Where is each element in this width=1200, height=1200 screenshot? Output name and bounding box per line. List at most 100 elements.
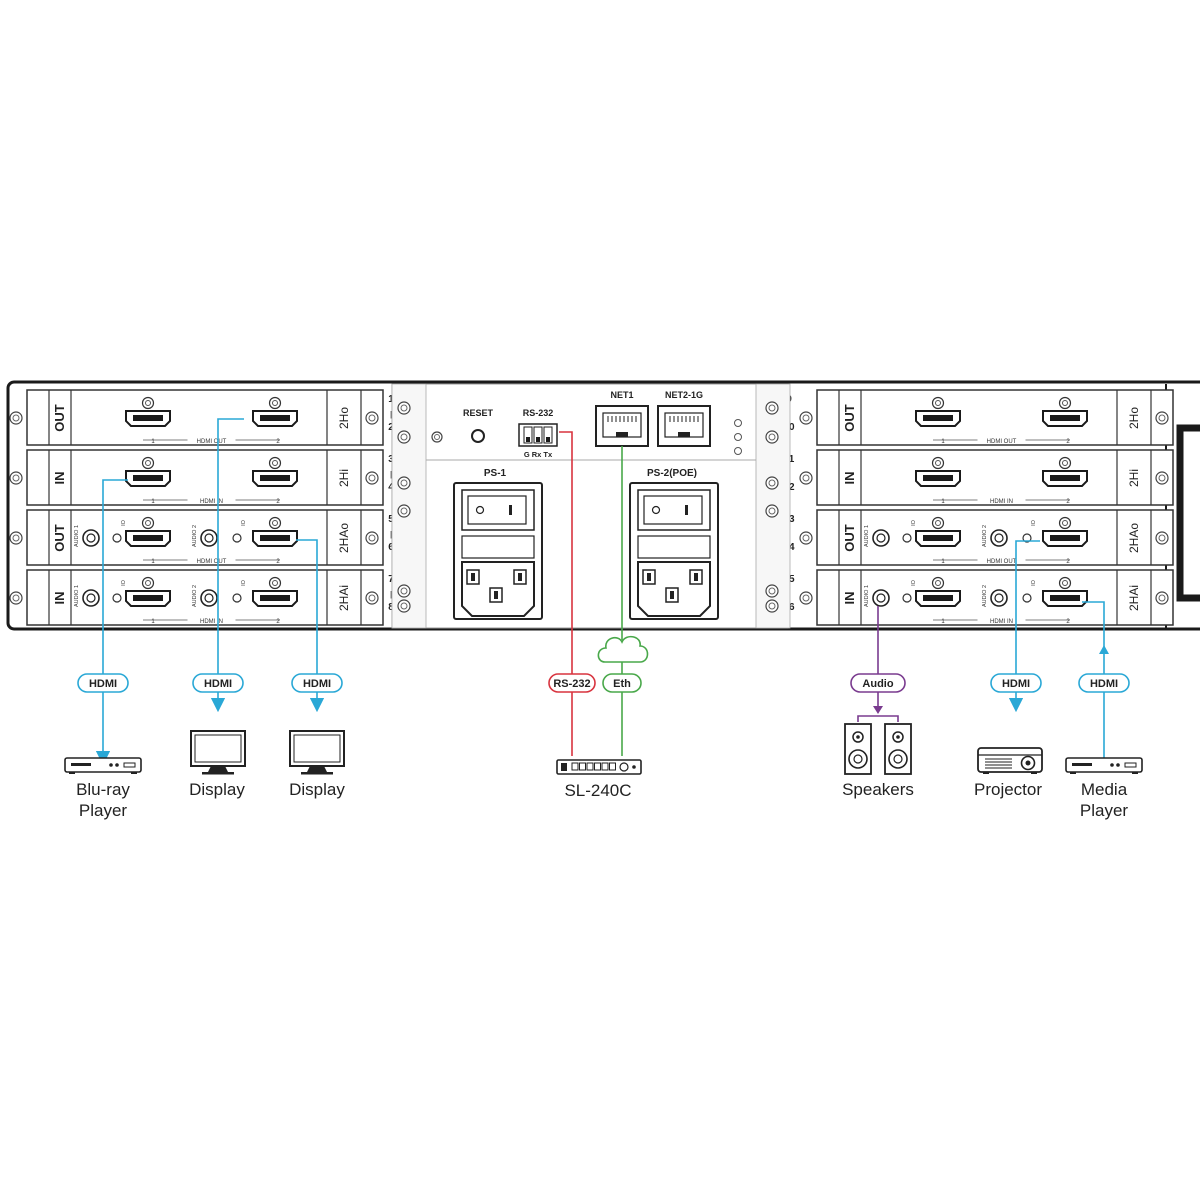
screw-center (434, 434, 440, 440)
display-stand (307, 766, 327, 772)
speaker-woofer-center (893, 754, 903, 764)
hdmi-port-pins (133, 415, 163, 421)
rj45-latch (616, 432, 628, 437)
controller-led (632, 765, 636, 769)
card-frame (816, 449, 1174, 506)
terminal-pin (543, 426, 553, 444)
card-bus-label: HDMI OUT (987, 559, 1017, 565)
screw-center (802, 534, 810, 542)
audio-jack-center (204, 593, 214, 603)
player-button (1116, 763, 1120, 767)
card-channel-label: 2 (276, 499, 280, 505)
io-led (1022, 593, 1032, 603)
projector-foot (983, 772, 989, 774)
port-lock-screw-center (935, 460, 941, 466)
display-1-signal-pill (192, 673, 244, 693)
card-frame (26, 449, 384, 506)
audio-port-label: AUDIO 2 (982, 525, 988, 547)
hdmi-port-pins (260, 475, 290, 481)
card-bus-label: HDMI OUT (197, 439, 227, 445)
projector-lens-center (1025, 760, 1031, 766)
iec-pin (694, 573, 698, 581)
card-bus-label-bg (187, 436, 236, 444)
screw-center (1158, 414, 1166, 422)
projector-caption: Projector (973, 780, 1043, 799)
terminal-screw (536, 437, 540, 442)
card-channel-label: 2 (276, 559, 280, 565)
network-cloud-icon (597, 635, 649, 663)
io-label: IO (121, 579, 127, 586)
audio-arrow (873, 706, 883, 714)
iec-pin (647, 573, 651, 581)
card-bus-label: HDMI IN (990, 619, 1013, 625)
display-2-caption: Display (289, 780, 345, 799)
hdmi-port-pins (133, 475, 163, 481)
card-bus-label-bg (977, 616, 1026, 624)
card-channel-label: 2 (1066, 619, 1070, 625)
display-2-hdmi-cable (296, 539, 325, 713)
card-channel-label: 2 (1066, 559, 1070, 565)
rj45-latch (678, 432, 690, 437)
controller-logo (561, 763, 567, 771)
screw-center (768, 479, 776, 487)
io-label: IO (241, 579, 247, 586)
hdmi-port-pins (260, 595, 290, 601)
port-lock-screw-center (935, 520, 941, 526)
card-bus-label: HDMI IN (200, 619, 223, 625)
media-player-icon (1065, 757, 1143, 774)
card-frame (816, 389, 1174, 446)
speaker-tweeter-center (896, 735, 900, 739)
fuse-drawer (637, 535, 711, 559)
switch-off-mark (475, 505, 485, 515)
card-model-label: 2Hi (337, 469, 351, 487)
terminal-screw (546, 437, 550, 442)
projector-hdmi-cable (1008, 540, 1040, 713)
card-model-label: 2HAi (1127, 585, 1141, 611)
audio-port-label: AUDIO 1 (864, 525, 870, 547)
io-led (112, 533, 122, 543)
switch-on-mark (509, 505, 512, 515)
screw-center (768, 602, 776, 610)
card-model-label: 2Ho (1127, 407, 1141, 429)
controller-button (609, 762, 616, 771)
display-1-signal-pill-label: HDMI (204, 678, 232, 690)
slot-number: 4 (388, 482, 394, 493)
projector-icon (977, 747, 1043, 774)
screw-center (400, 433, 408, 441)
card-model-label: 2HAi (337, 585, 351, 611)
hdmi-port-pins (923, 415, 953, 421)
io-led (902, 533, 912, 543)
card-frame (26, 389, 384, 446)
display-2-signal-pill-label: HDMI (303, 678, 331, 690)
display-stand (208, 766, 228, 772)
controller-button (571, 762, 579, 771)
media-player-arrow (1099, 645, 1109, 654)
audio-jack-center (204, 533, 214, 543)
controller-button (579, 762, 586, 771)
screw-center (768, 404, 776, 412)
card-channel-label: 1 (151, 499, 155, 505)
card-bus-label-bg (187, 496, 236, 504)
hdmi-port-pins (260, 535, 290, 541)
card-direction-label: OUT (842, 404, 857, 432)
net1-label: NET1 (610, 390, 633, 400)
hdmi-port-pins (133, 535, 163, 541)
io-led (902, 593, 912, 603)
display-icon (289, 730, 345, 775)
controller-button (601, 762, 609, 771)
card-direction-label: IN (842, 592, 857, 605)
screw-center (368, 594, 376, 602)
blu-ray-signal-pill-label: HDMI (89, 678, 117, 690)
card-bus-label-bg (187, 556, 236, 564)
hdmi-port-pins (1050, 535, 1080, 541)
controller-button (594, 762, 601, 771)
card-bus-label: HDMI IN (990, 499, 1013, 505)
devices (64, 723, 1143, 775)
audio-port-label: AUDIO 2 (192, 525, 198, 547)
hdmi-port-pins (923, 595, 953, 601)
